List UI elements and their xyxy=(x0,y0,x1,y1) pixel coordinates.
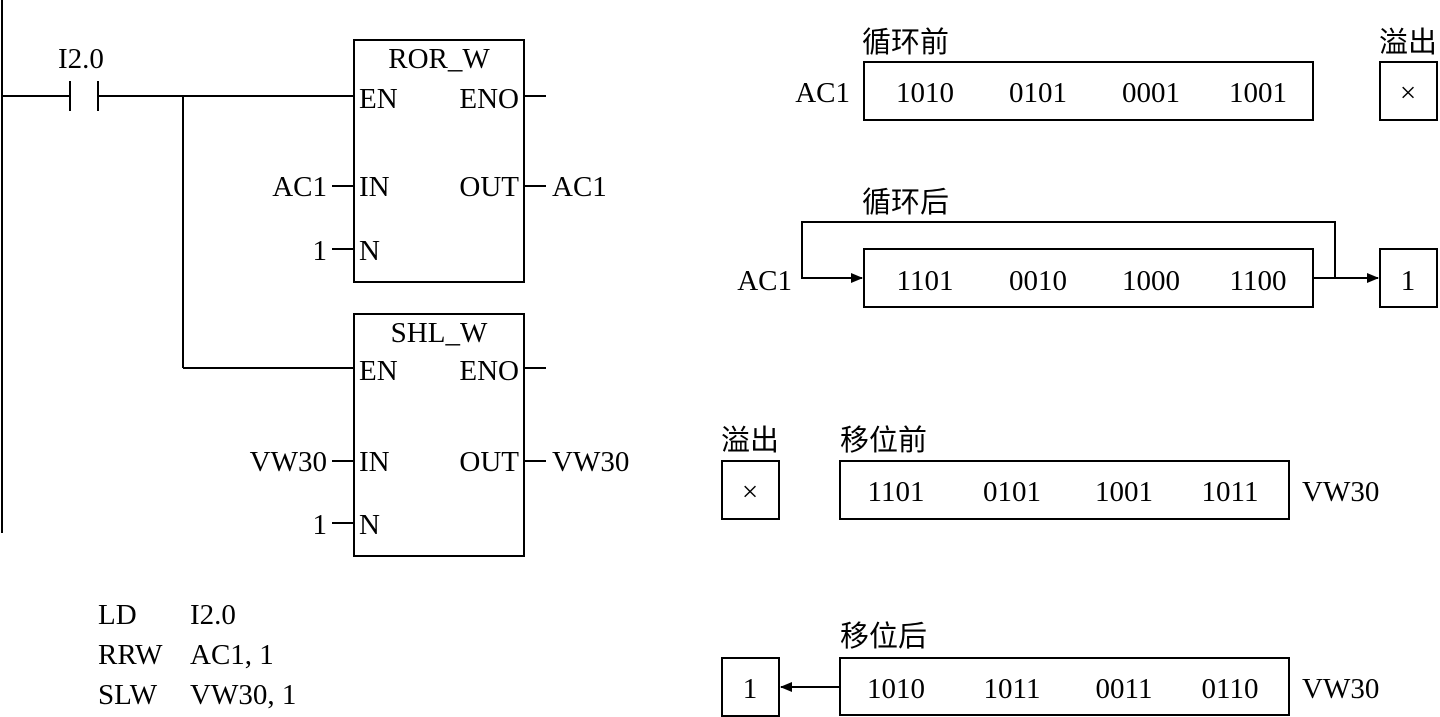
en-pin-label: EN xyxy=(359,83,398,115)
contact-i2-0 xyxy=(69,81,99,111)
overflow-value: 1 xyxy=(743,673,758,705)
shl-w-block: SHL_W EN ENO VW30 IN OUT VW30 1 N xyxy=(250,313,629,557)
in-operand: VW30 xyxy=(250,446,327,478)
function-box xyxy=(353,39,525,283)
nibble: 0101 xyxy=(1009,77,1067,109)
nibble: 1101 xyxy=(868,476,925,508)
nibble: 1101 xyxy=(897,265,954,297)
nibble: 1000 xyxy=(1122,265,1180,297)
caption: 移位后 xyxy=(840,620,927,653)
nibble: 1100 xyxy=(1230,265,1287,297)
stl-op: LD xyxy=(98,599,137,631)
eno-pin-label: ENO xyxy=(459,83,519,115)
nibble: 0010 xyxy=(1009,265,1067,297)
out-operand: AC1 xyxy=(552,171,607,203)
stl-arg: AC1, 1 xyxy=(190,639,274,671)
nibble: 0110 xyxy=(1202,673,1259,705)
n-operand: 1 xyxy=(313,509,328,541)
overflow-value: 1 xyxy=(1401,265,1416,297)
n-pin-label: N xyxy=(359,235,380,267)
caption: 循环前 xyxy=(862,26,949,59)
overflow-box xyxy=(721,460,780,520)
out-operand: VW30 xyxy=(552,446,629,478)
nibble: 1001 xyxy=(1229,77,1287,109)
rotate-after: 循环后 AC1 1101 0010 1000 1100 1 xyxy=(737,186,1438,308)
overflow-value: × xyxy=(742,476,758,508)
nibble: 1010 xyxy=(896,77,954,109)
n-operand: 1 xyxy=(313,235,328,267)
block-title: ROR_W xyxy=(388,43,490,75)
nibble: 0001 xyxy=(1122,77,1180,109)
nibble: 0101 xyxy=(983,476,1041,508)
nibble: 0011 xyxy=(1096,673,1153,705)
overflow-label: 溢出 xyxy=(721,424,779,457)
rotate-before: 循环前 AC1 1010 0101 0001 1001 溢出 × xyxy=(795,26,1438,121)
shift-before: 溢出 × 移位前 1101 0101 1001 1011 VW30 xyxy=(721,424,1379,520)
in-operand: AC1 xyxy=(272,171,327,203)
overflow-value: × xyxy=(1400,77,1416,109)
nibble: 1001 xyxy=(1095,476,1153,508)
register-label: AC1 xyxy=(737,265,792,297)
stl-op: RRW xyxy=(98,639,163,671)
register-box xyxy=(839,460,1290,520)
register-box xyxy=(863,61,1314,121)
rotate-feedback-arrow xyxy=(801,221,1336,283)
in-pin-label: IN xyxy=(359,171,390,203)
eno-pin-label: ENO xyxy=(459,355,519,387)
overflow-box xyxy=(1379,248,1438,308)
nibble: 1010 xyxy=(867,673,925,705)
overflow-box xyxy=(721,657,780,717)
ror-w-block: ROR_W EN ENO AC1 IN OUT AC1 1 N xyxy=(272,39,607,283)
out-pin-label: OUT xyxy=(459,446,519,478)
out-pin-label: OUT xyxy=(459,171,519,203)
register-label: AC1 xyxy=(795,77,850,109)
contact-label: I2.0 xyxy=(58,43,104,75)
block-title: SHL_W xyxy=(391,317,488,349)
stl-arg: VW30, 1 xyxy=(190,679,296,711)
statement-list: LD I2.0 RRW AC1, 1 SLW VW30, 1 xyxy=(98,599,296,711)
in-pin-label: IN xyxy=(359,446,390,478)
overflow-label: 溢出 xyxy=(1379,26,1437,59)
shift-after: 1 移位后 1010 1011 0011 0110 VW30 xyxy=(721,620,1379,717)
register-label: VW30 xyxy=(1302,673,1379,705)
en-pin-label: EN xyxy=(359,355,398,387)
stl-arg: I2.0 xyxy=(190,599,236,631)
n-pin-label: N xyxy=(359,509,380,541)
ladder-rung: I2.0 xyxy=(1,0,354,533)
register-label: VW30 xyxy=(1302,476,1379,508)
register-box xyxy=(839,657,1290,716)
caption: 移位前 xyxy=(840,424,927,457)
caption: 循环后 xyxy=(862,186,949,219)
nibble: 1011 xyxy=(1202,476,1259,508)
overflow-box xyxy=(1379,61,1438,121)
function-box xyxy=(353,313,525,557)
nibble: 1011 xyxy=(984,673,1041,705)
stl-op: SLW xyxy=(98,679,158,711)
